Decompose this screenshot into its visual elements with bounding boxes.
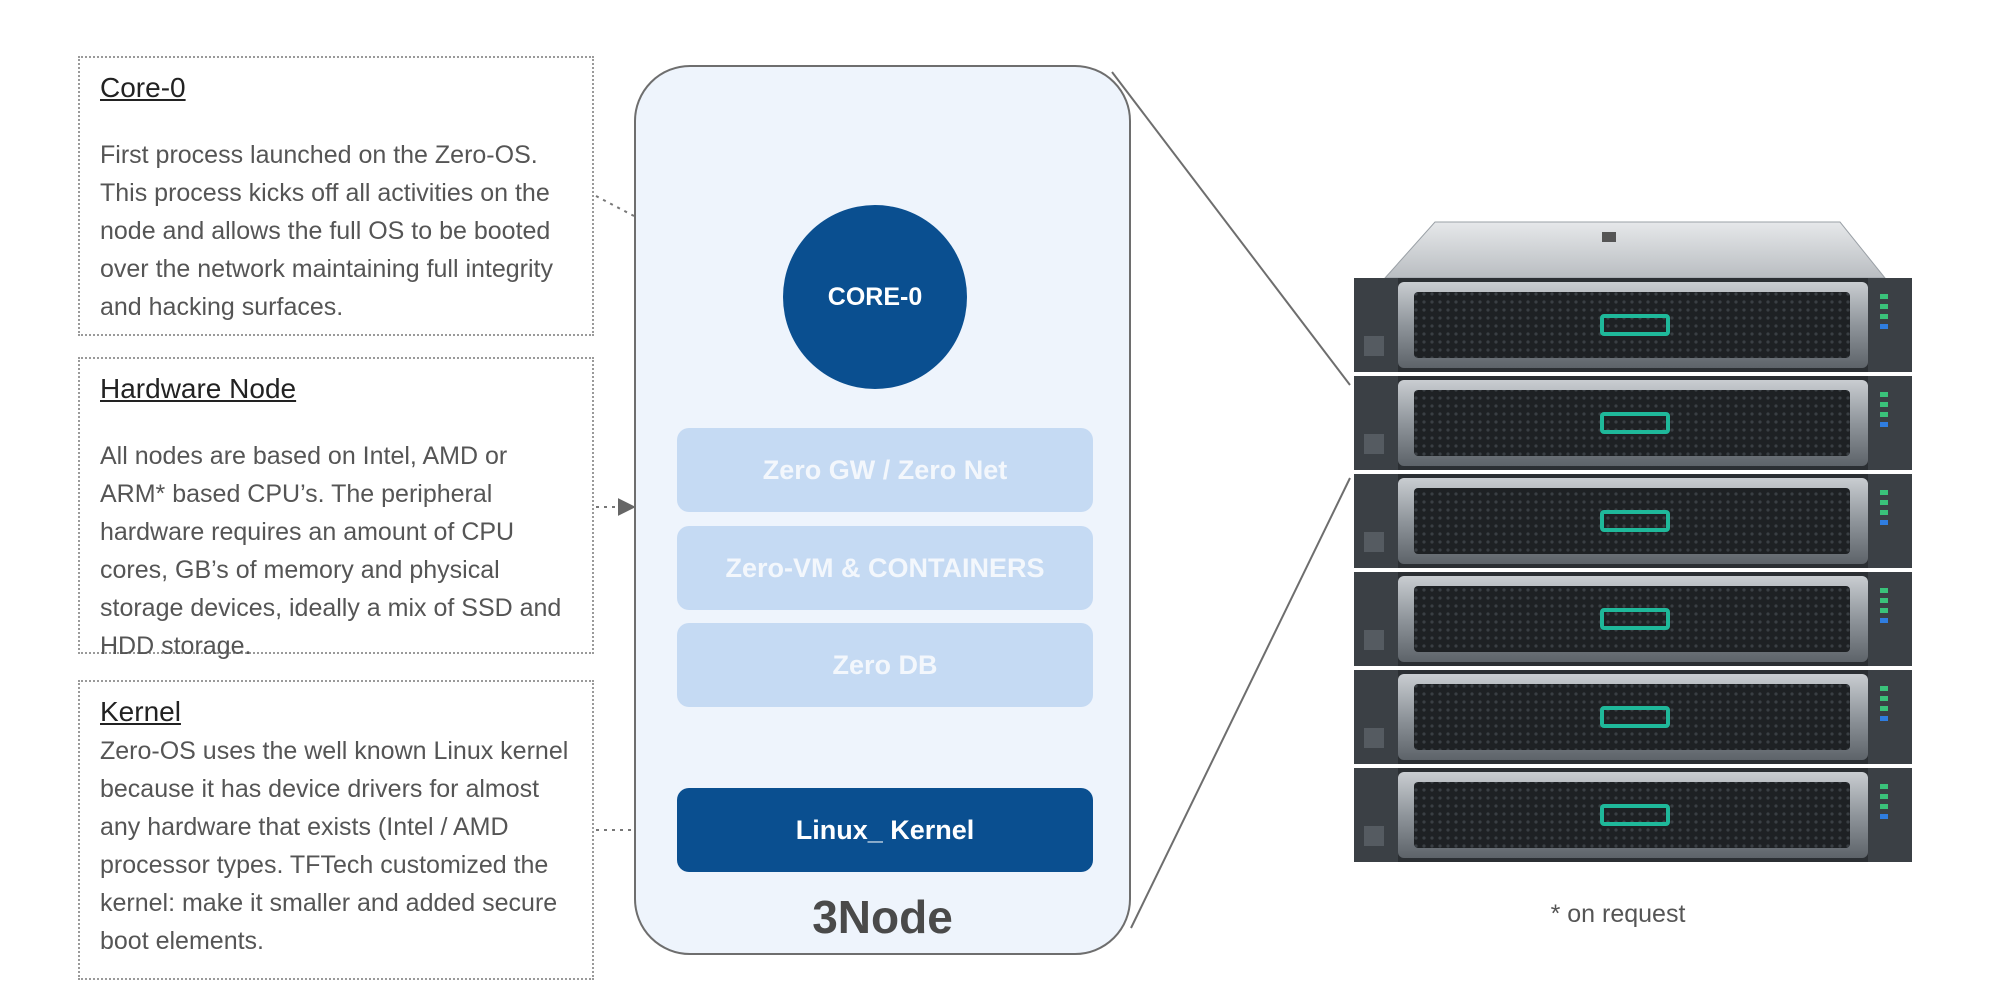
zoom-line-bottom [1130, 477, 1351, 929]
server-unit [1354, 474, 1912, 568]
server-unit [1354, 670, 1912, 764]
layer-zero-gw: Zero GW / Zero Net [677, 428, 1093, 512]
kernel-description-box: Kernel Zero-OS uses the well known Linux… [78, 680, 594, 980]
core0-node: CORE-0 [783, 205, 967, 389]
kernel-description-title: Kernel [100, 696, 181, 727]
server-rack-image [1354, 221, 1912, 862]
hardware-node-description-box: Hardware Node All nodes are based on Int… [78, 357, 594, 660]
core0-description-title: Core-0 [100, 72, 186, 103]
layer-zero-vm: Zero-VM & CONTAINERS [677, 526, 1093, 610]
zoom-line-top [1111, 71, 1351, 386]
core0-description-text: First process launched on the Zero-OS. T… [100, 141, 554, 321]
core0-description-box: Core-0 First process launched on the Zer… [78, 56, 594, 336]
footnote: * on request [1550, 900, 1686, 928]
layer-zero-db: Zero DB [677, 623, 1093, 707]
node-title: 3Node [812, 891, 953, 943]
hardware-node-description-title: Hardware Node [100, 373, 297, 404]
hardware-node-description-text: All nodes are based on Intel, AMD or ARM… [100, 442, 562, 660]
layer-linux-kernel: Linux_ Kernel [677, 788, 1093, 872]
server-unit [1354, 572, 1912, 666]
kernel-description-text: Zero-OS uses the well known Linux kernel… [100, 737, 569, 955]
server-unit [1354, 768, 1912, 862]
server-unit [1354, 278, 1912, 372]
server-unit [1354, 376, 1912, 470]
